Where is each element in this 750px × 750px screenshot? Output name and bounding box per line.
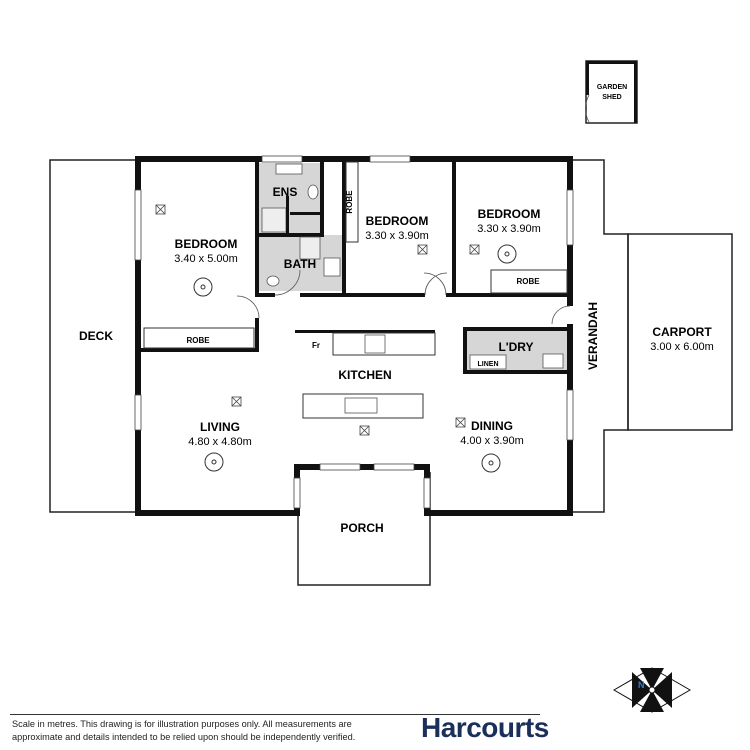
footer-divider	[10, 714, 540, 715]
porch-outline	[297, 472, 431, 586]
cooktop	[364, 334, 386, 354]
laundry-tub	[542, 353, 564, 369]
linen-label: LINEN	[478, 361, 499, 368]
deck-label: DECK	[79, 329, 113, 343]
internal-walls	[141, 162, 570, 374]
garden-shed-label-line1: GARDEN	[597, 84, 627, 91]
bath-label: BATH	[284, 257, 316, 271]
ceiling-lights	[155, 204, 480, 436]
robe-label-2: ROBE	[345, 190, 354, 214]
bedroom-3-dims: 3.30 x 3.90m	[477, 223, 541, 235]
garden-shed-outline	[585, 60, 638, 124]
ensuite-partition	[290, 212, 320, 215]
linen-cupboard	[469, 354, 507, 370]
bath-vanity	[323, 257, 341, 277]
fridge-label: Fr	[312, 341, 320, 350]
ensuite-shower	[261, 207, 287, 233]
ensuite-vanity	[275, 163, 303, 175]
dining-dims: 4.00 x 3.90m	[460, 435, 524, 447]
living-label: LIVING	[200, 420, 240, 434]
door-swings	[236, 269, 571, 325]
carport-outline	[627, 233, 733, 431]
bath-toilet	[266, 275, 280, 287]
ensuite-divider	[286, 196, 289, 234]
kitchen-sink	[344, 397, 378, 414]
kitchen-label: KITCHEN	[338, 368, 391, 382]
disclaimer-line-1: Scale in metres. This drawing is for ill…	[12, 719, 352, 729]
bath-shower	[299, 236, 321, 260]
porch-label: PORCH	[340, 521, 383, 535]
bedroom-2-label: BEDROOM	[366, 214, 429, 228]
laundry-label: L'DRY	[498, 340, 533, 354]
verandah-label: VERANDAH	[586, 302, 600, 370]
brand-logo: Harcourts	[421, 712, 549, 743]
verandah-outline	[572, 159, 629, 513]
garden-shed-wall-left	[586, 61, 589, 95]
windows	[134, 155, 574, 509]
carport-label: CARPORT	[652, 325, 712, 339]
dining-label: DINING	[471, 419, 513, 433]
garden-shed-door	[585, 94, 590, 123]
bedroom-1-label: BEDROOM	[175, 237, 238, 251]
robe-outline-1	[143, 327, 255, 349]
compass-icon: N	[613, 667, 691, 713]
ceiling-fans	[193, 244, 517, 473]
disclaimer-text: Scale in metres. This drawing is for ill…	[12, 718, 356, 744]
living-dims: 4.80 x 4.80m	[188, 436, 252, 448]
bedroom-2-dims: 3.30 x 3.90m	[365, 230, 429, 242]
disclaimer-line-2: approximate and details intended to be r…	[12, 732, 356, 742]
robe-outline-3	[490, 269, 568, 294]
robe-outline-2	[345, 161, 359, 243]
bedroom-1-dims: 3.40 x 5.00m	[174, 253, 238, 265]
garden-shed-wall-right	[634, 61, 637, 123]
deck-outline	[49, 159, 138, 513]
garden-shed-label-line2: SHED	[602, 94, 621, 101]
bedroom-3-label: BEDROOM	[478, 207, 541, 221]
carport-dims: 3.00 x 6.00m	[650, 341, 714, 353]
garden-shed-wall-top	[586, 61, 637, 64]
ensuite-toilet	[307, 184, 319, 200]
compass-north-label: N	[638, 680, 645, 690]
robe-label-1: ROBE	[186, 336, 210, 345]
ensuite-label: ENS	[273, 185, 298, 199]
robe-label-3: ROBE	[516, 277, 540, 286]
